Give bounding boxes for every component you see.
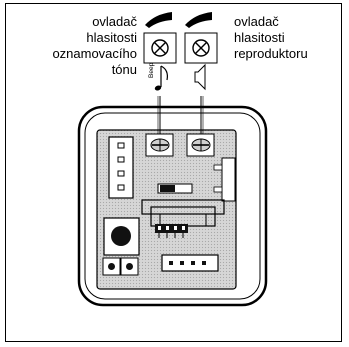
right-edge-connector [213, 157, 236, 202]
rotation-arc-right-icon [185, 12, 212, 28]
speaker-volume-label: ovladač hlasitosti reproduktoru [234, 14, 308, 61]
speaker-icon [194, 63, 206, 91]
rotation-arc-left-icon [145, 12, 172, 28]
bottom-pin-header [161, 254, 219, 272]
jumper-switch [157, 183, 193, 194]
terminal-pair [102, 257, 139, 276]
left-pin-header [108, 136, 134, 199]
housing-inner-rim [84, 112, 261, 300]
speaker-volume-knob[interactable] [184, 32, 218, 64]
figure-frame [5, 3, 342, 342]
central-connector [141, 199, 225, 238]
beep-icon-text: Beep [148, 62, 155, 78]
tone-volume-label: ovladač hlasitosti oznamovacího tónu [52, 14, 137, 77]
buzzer [103, 217, 140, 256]
board-trimmer-tone [145, 133, 174, 157]
musical-note-icon: Beep [148, 62, 168, 91]
board-trimmer-speaker [186, 133, 215, 157]
tone-volume-knob[interactable] [143, 32, 177, 64]
